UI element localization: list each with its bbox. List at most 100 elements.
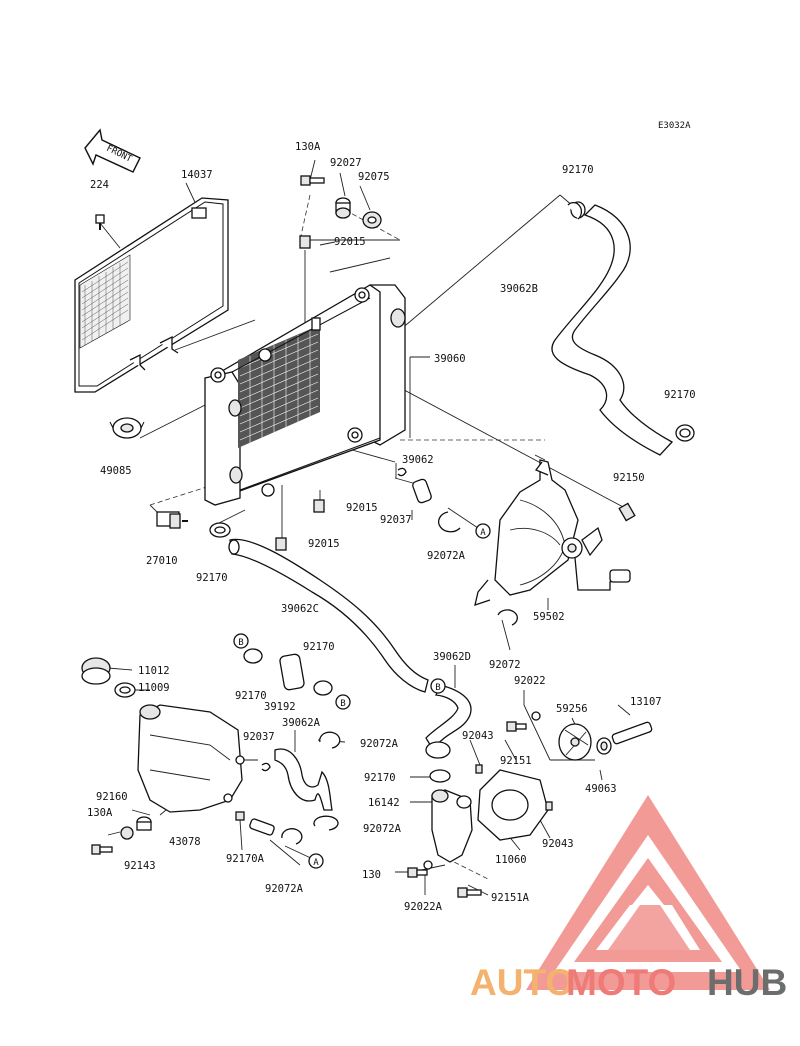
clip-92015-mid xyxy=(313,499,325,513)
watermark-hub: HUB xyxy=(707,962,787,1003)
part-label-130A-b: 130A xyxy=(87,807,113,819)
bolt-130A-b xyxy=(91,844,113,855)
ref-a-low: A xyxy=(308,853,324,869)
watermark-logo-triangle xyxy=(526,795,770,990)
part-label-92160: 92160 xyxy=(96,791,128,803)
part-label-14037: 14037 xyxy=(181,169,213,181)
watermark-text: AUTO MOTO HUB xyxy=(470,962,787,1003)
part-label-59256: 59256 xyxy=(556,703,588,715)
part-label-92027: 92027 xyxy=(330,157,362,169)
svg-text:A: A xyxy=(313,858,319,868)
part-label-92043-a: 92043 xyxy=(462,730,494,742)
clamp-92072 xyxy=(497,609,518,626)
part-label-92072A-b: 92072A xyxy=(360,738,399,750)
spring-92037-b xyxy=(261,762,271,772)
part-label-92037-mid: 92037 xyxy=(380,514,412,526)
collar-92143 xyxy=(136,816,152,831)
collar-92027 xyxy=(335,197,351,219)
part-label-92022A: 92022A xyxy=(404,901,443,913)
temperature-switch-27010 xyxy=(156,511,188,529)
pin-92043-a xyxy=(475,764,483,774)
watermark-auto: AUTO xyxy=(470,962,574,1003)
ref-b-pump: B xyxy=(430,678,446,694)
part-label-130: 130 xyxy=(362,869,381,881)
grommet-92075 xyxy=(362,211,382,229)
part-label-92072: 92072 xyxy=(489,659,521,671)
part-label-130A-top: 130A xyxy=(295,141,321,153)
part-label-92151: 92151 xyxy=(500,755,532,767)
svg-text:B: B xyxy=(340,699,345,709)
washer-92022 xyxy=(531,711,541,721)
part-label-13107: 13107 xyxy=(630,696,662,708)
part-label-11060: 11060 xyxy=(495,854,527,866)
part-label-39062C: 39062C xyxy=(281,603,319,615)
front-arrow-icon: FRONT xyxy=(84,128,141,173)
part-label-224: 224 xyxy=(90,179,109,191)
part-label-92075: 92075 xyxy=(358,171,390,183)
clip-92015-low xyxy=(275,537,287,551)
bolt-224 xyxy=(95,214,105,230)
hose-39062D xyxy=(425,684,472,759)
part-label-92072A-c: 92072A xyxy=(363,823,402,835)
part-label-27010: 27010 xyxy=(146,555,178,567)
clip-92170A xyxy=(235,811,245,821)
clip-92015-top xyxy=(299,235,311,249)
radiator-cap-49085 xyxy=(109,417,145,439)
part-label-92015-top: 92015 xyxy=(334,236,366,248)
bolt-92151 xyxy=(506,721,527,732)
part-label-43078: 43078 xyxy=(169,836,201,848)
hose-39062B xyxy=(551,201,674,456)
spring-92037-mid xyxy=(397,467,407,477)
clamp-92170-b xyxy=(243,648,263,664)
clamp-92170-tr xyxy=(567,202,582,220)
part-label-92143: 92143 xyxy=(124,860,156,872)
part-label-39062: 39062 xyxy=(402,454,434,466)
bolt-92151A xyxy=(457,887,482,898)
ref-a-mid: A xyxy=(475,523,491,539)
radiator-screen-14037 xyxy=(74,197,229,393)
part-label-49085: 49085 xyxy=(100,465,132,477)
part-label-92043-b: 92043 xyxy=(542,838,574,850)
part-label-92170A: 92170A xyxy=(226,853,265,865)
part-label-39062B: 39062B xyxy=(500,283,538,295)
part-label-92170-mid: 92170 xyxy=(303,641,335,653)
part-label-92072A-d: 92072A xyxy=(265,883,304,895)
seal-49063 xyxy=(596,737,612,755)
clamp-92170-mid xyxy=(313,680,333,696)
part-label-49063: 49063 xyxy=(585,783,617,795)
pump-cover-11060 xyxy=(477,769,549,841)
part-label-92170-c: 92170 xyxy=(364,772,396,784)
part-label-59502: 59502 xyxy=(533,611,565,623)
bolt-130A-top xyxy=(300,175,325,186)
svg-text:B: B xyxy=(238,638,243,648)
radiator-39060 xyxy=(204,284,406,506)
bolt-92150 xyxy=(618,502,636,522)
part-label-92022: 92022 xyxy=(514,675,546,687)
washer-92022A xyxy=(423,860,433,870)
bolt-130 xyxy=(407,867,428,878)
pin-92043-b xyxy=(545,801,553,811)
part-label-92072A-mid: 92072A xyxy=(427,550,466,562)
clamp-92170-c xyxy=(429,769,451,783)
ref-b-left: B xyxy=(233,633,249,649)
part-label-92170-l: 92170 xyxy=(196,572,228,584)
part-label-92170-r: 92170 xyxy=(664,389,696,401)
part-label-39060: 39060 xyxy=(434,353,466,365)
diagram-code: E3032A xyxy=(658,121,691,131)
impeller-59256 xyxy=(558,723,592,761)
ref-b-right: B xyxy=(335,694,351,710)
shaft-13107 xyxy=(611,721,653,745)
hose-39062 xyxy=(412,478,432,504)
clamp-92170-l xyxy=(209,522,231,538)
clamp-92072A-mid xyxy=(438,511,461,533)
grommet-92160 xyxy=(120,826,134,840)
part-label-39062D: 39062D xyxy=(433,651,471,663)
pump-housing-16142 xyxy=(431,789,473,863)
part-label-92015-mid: 92015 xyxy=(346,502,378,514)
watermark-moto: MOTO xyxy=(566,962,676,1003)
seal-11009 xyxy=(114,682,136,698)
part-label-11009: 11009 xyxy=(138,682,170,694)
clamp-92072A-c xyxy=(313,815,339,831)
part-label-39192: 39192 xyxy=(264,701,296,713)
